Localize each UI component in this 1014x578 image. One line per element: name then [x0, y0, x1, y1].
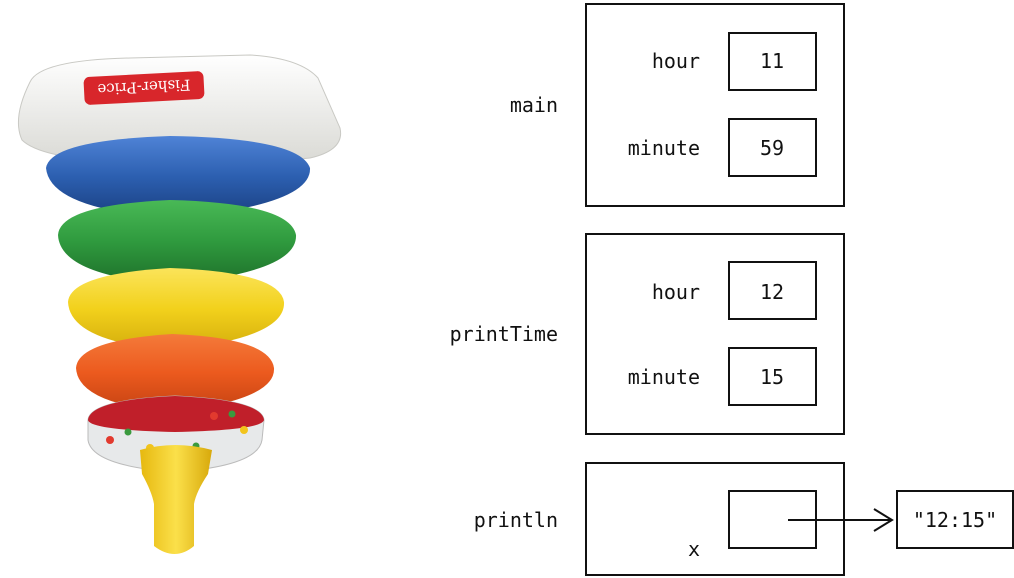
variable-value: 12	[760, 280, 784, 304]
toy-ring-green	[58, 200, 297, 284]
toy-ring-blue	[46, 136, 311, 218]
toy-base	[140, 445, 212, 554]
value-box	[728, 261, 817, 320]
value-box	[728, 347, 817, 406]
toy-ring-rattle	[87, 395, 265, 473]
variable-name: minute	[628, 365, 700, 389]
toy-cap: Fisher-Price	[17, 54, 342, 165]
frame-label: main	[510, 93, 558, 117]
variable-value: 11	[760, 49, 784, 73]
value-box	[728, 118, 817, 177]
variable-name: x	[688, 537, 700, 561]
stacking-toy-image: Fisher-Price	[17, 54, 342, 554]
reference-arrow	[788, 508, 894, 532]
toy-ring-yellow	[68, 268, 285, 350]
string-object: "12:15"	[896, 490, 1014, 549]
frame-label: println	[474, 508, 558, 532]
variable-value: 15	[760, 365, 784, 389]
brand-logo-text: Fisher-Price	[97, 76, 191, 99]
value-box	[728, 32, 817, 91]
toy-ring-orange	[76, 334, 275, 412]
variable-name: hour	[652, 49, 700, 73]
frame-main: main hour 11 minute 59	[510, 3, 845, 207]
string-value: "12:15"	[913, 508, 997, 532]
variable-name: minute	[628, 136, 700, 160]
variable-name: hour	[652, 280, 700, 304]
frame-printTime: printTime hour 12 minute 15	[450, 233, 845, 435]
frame-label: printTime	[450, 322, 558, 346]
variable-value: 59	[760, 136, 784, 160]
